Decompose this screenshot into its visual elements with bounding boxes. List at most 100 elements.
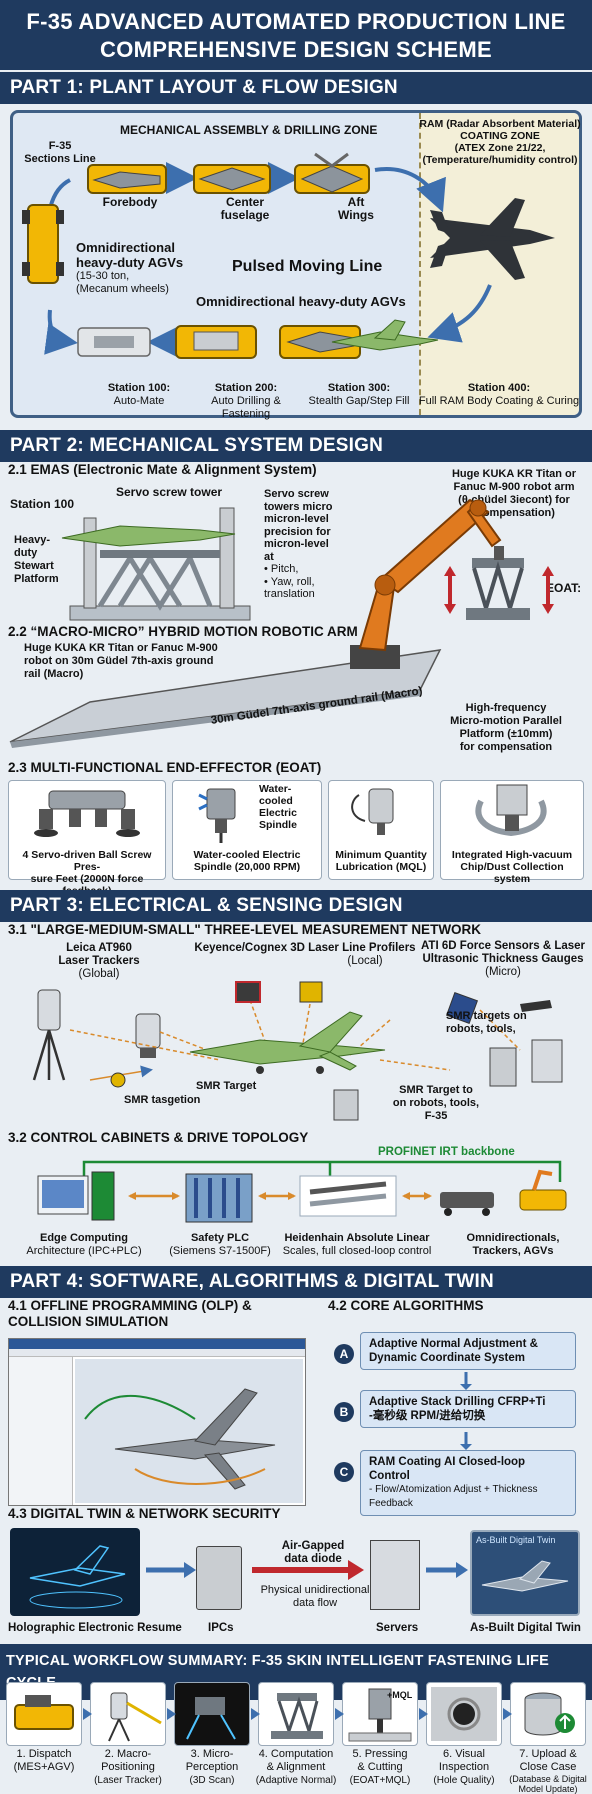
olp-toolbar bbox=[9, 1349, 305, 1357]
agv-aft-wings bbox=[294, 152, 370, 194]
sections-line-1: F-35 bbox=[48, 140, 72, 152]
agv-side-line3: (15-30 ton, bbox=[76, 270, 130, 282]
macro-note: Huge KUKA KR Titan or Fanuc M-900 robot … bbox=[24, 642, 224, 681]
tracker-agv-icon bbox=[519, 1189, 567, 1211]
algo-c-badge: C bbox=[334, 1462, 354, 1482]
robot-note: Huge KUKA KR Titan or Fanuc M-900 robot … bbox=[444, 468, 584, 520]
eoat-label: EOAT: bbox=[546, 581, 582, 595]
station-300: Station 300: Stealth Gap/Step Fill bbox=[302, 382, 416, 408]
ipc-tower-icon bbox=[196, 1546, 242, 1610]
robot-note-4: (compensation) bbox=[473, 507, 555, 519]
robotic-arm-rail-diagram bbox=[9, 498, 554, 748]
smr-controller-icon bbox=[333, 1089, 359, 1121]
heidenhain-line1: Heidenhain Absolute Linear bbox=[284, 1232, 430, 1244]
thickness-gauge-icon bbox=[520, 1000, 552, 1012]
pressing-cutting-icon bbox=[348, 1688, 412, 1742]
servo-note-2: towers micro bbox=[264, 500, 333, 513]
olp-tree-panel bbox=[9, 1357, 73, 1505]
eoat-card-3-line1: Minimum Quantity bbox=[335, 849, 427, 861]
ram-zone-label: RAM (Radar Absorbent Material) COATING Z… bbox=[418, 118, 582, 166]
agv-bottom-label: Omnidirectional heavy-duty AGVs bbox=[196, 294, 406, 309]
workflow-step-4-card bbox=[258, 1682, 334, 1746]
workflow-step-6-card bbox=[426, 1682, 502, 1746]
eoat-card-4-line1: Integrated High-vacuum bbox=[451, 849, 573, 861]
ram-zone-line3: (ATEX Zone 21/22, bbox=[454, 142, 546, 154]
holo-label: Holographic Electronic Resume bbox=[8, 1622, 182, 1634]
servo-note: Servo screw towers micro micron-level pr… bbox=[264, 488, 350, 601]
3d-scan-icon bbox=[186, 1697, 236, 1740]
workflow-step-7-label: 7. Upload & Close Case (Database & Digit… bbox=[504, 1748, 592, 1794]
linear-scales-icon bbox=[299, 1175, 397, 1217]
hole-inspection-icon bbox=[431, 1687, 497, 1741]
smr-target-label: SMR Target bbox=[196, 1080, 257, 1092]
station-100-name: Station 100: bbox=[107, 382, 171, 394]
keyence-line1: Keyence/Cognex 3D Laser Line Profilers bbox=[194, 942, 416, 954]
step2-line3: (Laser Tracker) bbox=[94, 1775, 162, 1786]
step7-line3: (Database & Digital Model Update) bbox=[509, 1774, 587, 1794]
laser-tracker-icon bbox=[135, 1013, 161, 1058]
keyence-line2: (Local) bbox=[347, 955, 383, 967]
heidenhain-label: Heidenhain Absolute Linear Scales, full … bbox=[282, 1232, 432, 1258]
mql-nozzle-icon bbox=[351, 788, 394, 835]
laser-profiler-2-icon bbox=[299, 981, 323, 1003]
eoat-card-2-line2: Spindle (20,000 RPM) bbox=[193, 861, 301, 873]
eoat-heading: 2.3 MULTI-FUNCTIONAL END-EFFECTOR (EOAT) bbox=[8, 760, 322, 775]
eoat-card-4-text: Integrated High-vacuum Chip/Dust Collect… bbox=[441, 841, 583, 885]
agv-side-line1: Omnidirectional bbox=[76, 240, 175, 255]
flow-arrow-to-ram bbox=[374, 167, 446, 213]
asbuilt-screen-title: As-Built Digital Twin bbox=[476, 1535, 556, 1545]
workflow-step-7-card bbox=[510, 1682, 586, 1746]
heavy-duty-2: duty bbox=[14, 547, 38, 559]
agv-forebody bbox=[87, 164, 167, 194]
ground-rail bbox=[9, 649, 442, 743]
eoat-card-3-text: Minimum Quantity Lubrication (MQL) bbox=[329, 841, 433, 873]
servo-note-4: precision for bbox=[264, 525, 331, 538]
center-fuselage-label: Center fuselage bbox=[210, 196, 280, 222]
algo-c-box: RAM Coating AI Closed-loop Control - Flo… bbox=[360, 1450, 576, 1516]
step6-line3: (Hole Quality) bbox=[433, 1775, 495, 1786]
airgap-line1: Air-Gapped bbox=[281, 1540, 345, 1552]
pressure-feet-icon bbox=[34, 790, 140, 837]
eoat-card-mql: Minimum Quantity Lubrication (MQL) bbox=[328, 780, 434, 880]
workflow-step-2-label: 2. Macro- Positioning (Laser Tracker) bbox=[86, 1748, 170, 1787]
olp-software-screenshot bbox=[8, 1338, 306, 1506]
omni-agv-icon bbox=[440, 1192, 494, 1208]
spindle-note-3: Electric bbox=[259, 807, 297, 819]
spindle-note-2: cooled bbox=[259, 795, 293, 807]
server-rack-icon bbox=[370, 1540, 420, 1610]
sections-line-2: Sections Line bbox=[24, 153, 96, 165]
step6-line1: 6. Visual bbox=[443, 1748, 485, 1760]
step3-line3: (3D Scan) bbox=[189, 1775, 235, 1786]
workflow-step-6-label: 6. Visual Inspection (Hole Quality) bbox=[422, 1748, 506, 1787]
heidenhain-line2: Scales, full closed-loop control bbox=[282, 1245, 432, 1257]
part3-heading: PART 3: ELECTRICAL & SENSING DESIGN bbox=[0, 890, 592, 922]
olp-line2: COLLISION SIMULATION bbox=[8, 1314, 169, 1329]
step5-line2: & Cutting bbox=[357, 1761, 403, 1773]
workflow-arrow-4 bbox=[335, 1708, 344, 1720]
station-100: Station 100: Auto-Mate bbox=[84, 382, 194, 408]
title-line-1: F-35 ADVANCED AUTOMATED PRODUCTION LINE bbox=[26, 9, 566, 34]
step3-line1: 3. Micro- bbox=[190, 1748, 234, 1760]
flow-arrow-left-up bbox=[44, 309, 78, 355]
ram-zone-line4: (Temperature/humidity control) bbox=[422, 154, 578, 166]
database-upload-icon bbox=[524, 1692, 575, 1736]
agv-center-fuselage bbox=[193, 164, 271, 194]
workflow-arrow-6 bbox=[503, 1708, 512, 1720]
step5-line3: (EOAT+MQL) bbox=[349, 1775, 411, 1786]
eoat-card-4-line2: Chip/Dust Collection system bbox=[460, 861, 564, 885]
profinet-label: PROFINET IRT backbone bbox=[378, 1146, 515, 1158]
olp-simulation-view bbox=[75, 1359, 303, 1503]
servo-note-8: • Yaw, roll, bbox=[264, 575, 315, 588]
asbuilt-label: As-Built Digital Twin bbox=[470, 1622, 581, 1634]
smr-tasgetion-label: SMR tasgetion bbox=[124, 1094, 201, 1106]
workflow-step-5-label: 5. Pressing & Cutting (EOAT+MQL) bbox=[338, 1748, 422, 1787]
station-300-desc: Stealth Gap/Step Fill bbox=[308, 395, 410, 407]
dispatch-agv-icon bbox=[14, 1695, 74, 1730]
station-300-name: Station 300: bbox=[327, 382, 391, 394]
core-algo-heading: 4.2 CORE ALGORITHMS bbox=[328, 1298, 484, 1313]
eoat-card-3-line2: Lubrication (MQL) bbox=[335, 861, 427, 873]
ati-line2: Ultrasonic Thickness Gauges bbox=[422, 953, 584, 965]
servo-note-7: • Pitch, bbox=[264, 563, 299, 575]
emas-heading: 2.1 EMAS (Electronic Mate & Alignment Sy… bbox=[8, 462, 317, 477]
